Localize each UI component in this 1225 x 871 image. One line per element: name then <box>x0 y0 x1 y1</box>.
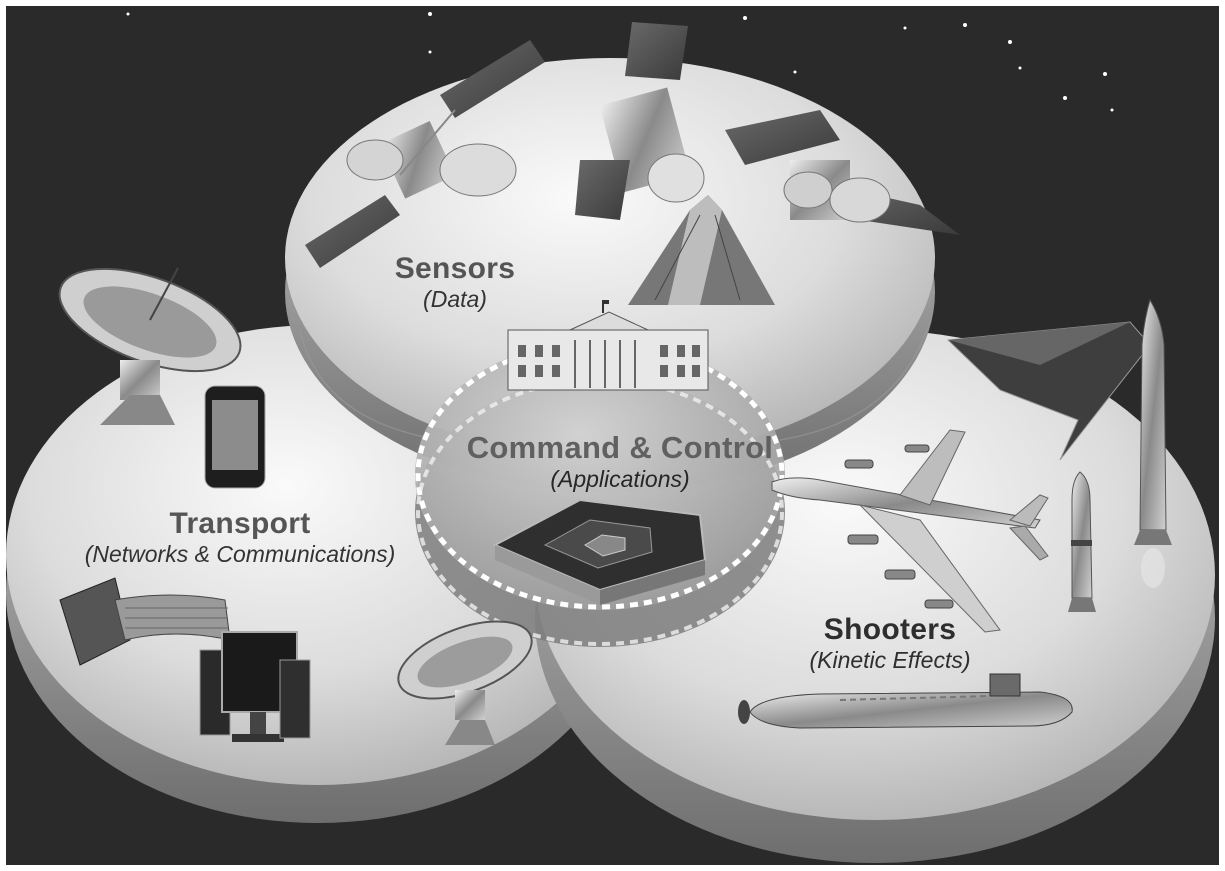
missile-icon <box>1134 298 1172 588</box>
smartphone-icon <box>204 385 266 489</box>
white-house-icon <box>507 300 709 391</box>
stars <box>126 12 1114 112</box>
transport-subtitle: (Networks & Communications) <box>84 541 396 567</box>
satellite-icon <box>305 40 545 268</box>
command-control-label: Command & Control (Applications) <box>450 430 790 493</box>
radar-station-icon <box>628 195 775 305</box>
satellite-icon <box>725 110 960 235</box>
computer-workstation-icon <box>199 631 311 742</box>
command-control-subtitle: (Applications) <box>550 466 690 492</box>
stealth-bomber-icon <box>946 321 1151 461</box>
satellite-dish-icon <box>397 620 533 745</box>
pentagon-icon <box>492 498 707 605</box>
missile-icon <box>1068 471 1096 612</box>
satellite-dish-icon <box>58 267 242 425</box>
shooters-label: Shooters (Kinetic Effects) <box>775 613 1005 674</box>
satellite-icon <box>575 22 705 220</box>
shooters-subtitle: (Kinetic Effects) <box>809 647 971 673</box>
fiber-optic-cable-icon <box>59 577 231 666</box>
sensors-title: Sensors <box>394 252 516 285</box>
transport-title: Transport <box>169 507 311 540</box>
command-control-title: Command & Control <box>466 430 774 465</box>
transport-label: Transport (Networks & Communications) <box>40 507 440 568</box>
shooters-title: Shooters <box>823 613 957 646</box>
sensors-label: Sensors (Data) <box>355 252 555 313</box>
submarine-icon <box>738 673 1073 729</box>
jet-aircraft-icon <box>771 429 1049 633</box>
sensors-subtitle: (Data) <box>423 286 487 312</box>
